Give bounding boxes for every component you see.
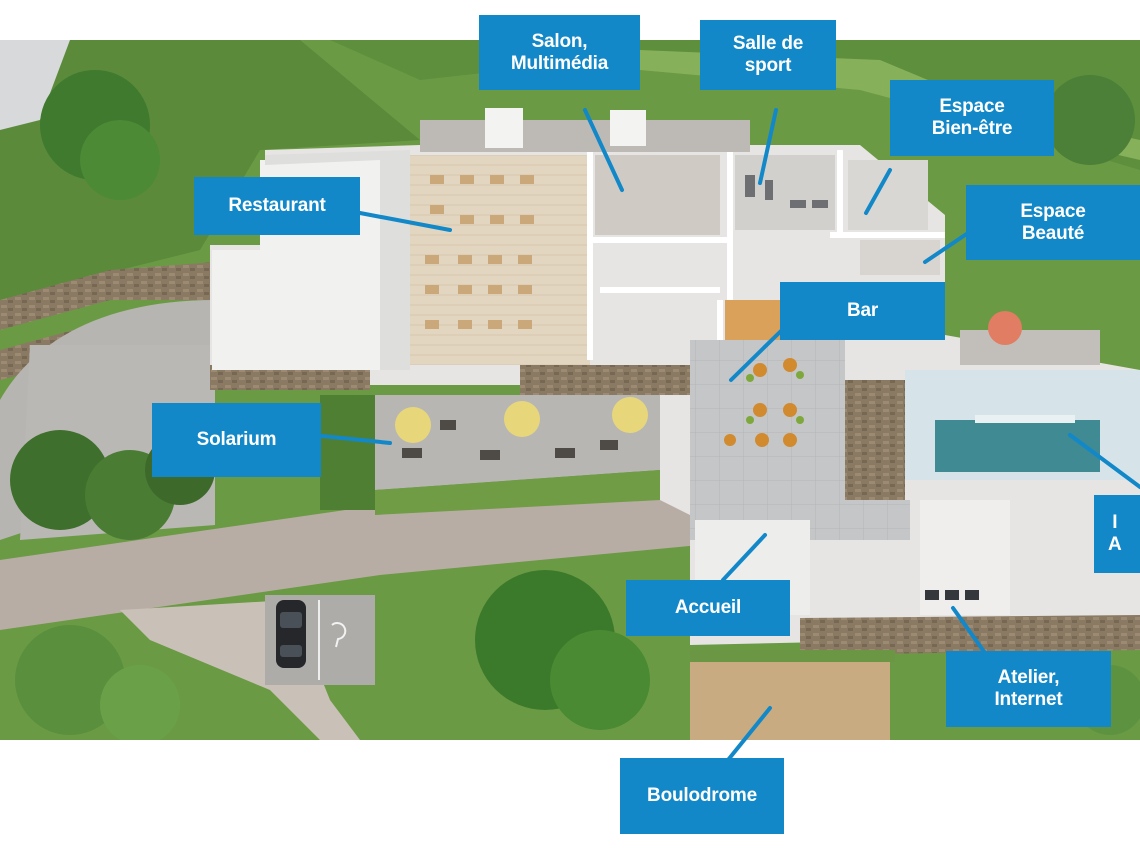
callout-salle-de-sport: Salle de sport [700, 20, 836, 90]
awning [485, 108, 523, 148]
callout-restaurant: Restaurant [194, 177, 360, 235]
callout-atelier-internet: Atelier, Internet [946, 651, 1111, 727]
solarium-hedge [320, 395, 375, 510]
leader-aquatique [1068, 433, 1140, 489]
building-facade-mid [520, 365, 690, 395]
bar-counter [725, 300, 785, 340]
callout-accueil: Accueil [626, 580, 790, 636]
leader-boulodrome [726, 706, 772, 762]
retaining-wall-upper [0, 262, 215, 330]
pool-edge [975, 415, 1075, 423]
neighbor-building [0, 40, 70, 130]
leader-bienetre [864, 168, 892, 215]
callout-espace-beaute: Espace Beauté [966, 185, 1140, 260]
solarium-terrace [375, 395, 660, 490]
boulodrome-hedge [690, 650, 895, 662]
terrace-hedge [375, 470, 660, 515]
red-parasol [988, 311, 1022, 345]
restaurant-tables [425, 175, 534, 329]
callout-bar: Bar [780, 282, 945, 340]
parked-car [276, 600, 306, 668]
pool-wall [845, 380, 905, 500]
leader-bar [729, 328, 784, 382]
boulodrome-court [690, 660, 890, 740]
accessible-parking-symbol [331, 622, 347, 648]
leader-solarium [320, 434, 392, 445]
lounge-seating [724, 358, 797, 447]
bar-lounge-floor [690, 340, 910, 540]
callout-espace-aquatique: I A [1094, 495, 1140, 573]
leader-salon [583, 108, 624, 192]
leader-restaurant [358, 211, 452, 232]
east-terrace [960, 330, 1100, 365]
hedge-top [330, 40, 1140, 170]
atelier-computers [925, 590, 979, 600]
leader-lines [320, 108, 1140, 762]
swimming-pool [935, 420, 1100, 472]
parasols [395, 397, 648, 443]
leader-beaute [923, 231, 970, 264]
awning-2 [610, 110, 646, 146]
solarium-furniture [402, 420, 618, 460]
beauty-room [860, 240, 940, 275]
callout-espace-bien-etre: Espace Bien-être [890, 80, 1054, 156]
parking-bay-markings [318, 600, 320, 680]
callout-solarium: Solarium [152, 403, 321, 477]
leader-salle [758, 108, 778, 185]
north-terrace [420, 120, 750, 152]
lounge-chairs [746, 371, 804, 424]
restaurant-roof-shadow [265, 150, 410, 370]
building-facade-west [210, 365, 370, 390]
callout-salon-multimedia: Salon, Multimédia [479, 15, 640, 90]
callout-boulodrome: Boulodrome [620, 758, 784, 834]
salon-floor [595, 155, 720, 235]
main-road [0, 495, 700, 630]
interior-partitions [587, 150, 945, 370]
gym-equipment [745, 175, 828, 208]
leader-accueil [721, 533, 767, 582]
